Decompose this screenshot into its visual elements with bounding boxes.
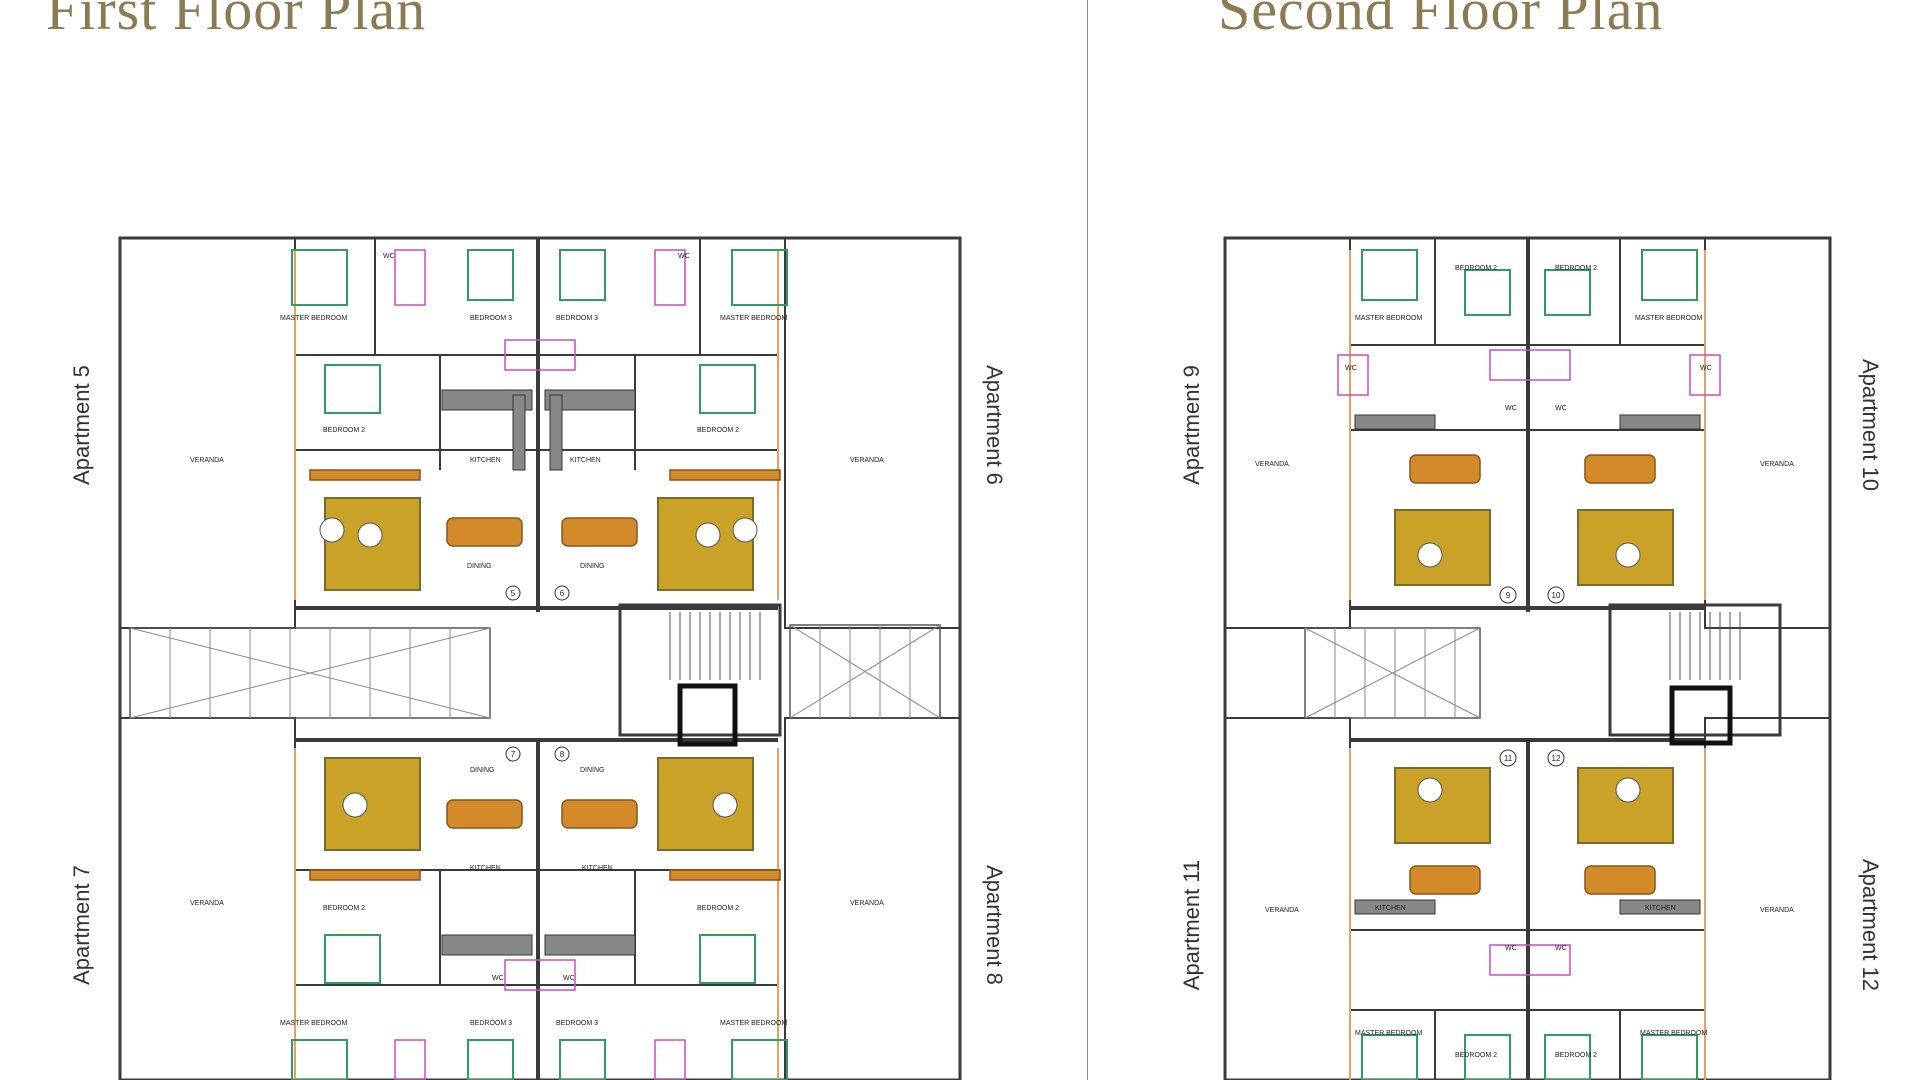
second-floor-wc — [1337, 349, 1721, 976]
room-label: MASTER BEDROOM — [1635, 315, 1702, 322]
room-label: KITCHEN — [582, 865, 613, 872]
room-label: WC — [1700, 365, 1712, 372]
first-floor-unit-markers: 5 6 7 8 — [505, 585, 570, 762]
first-floor-title: First Floor Plan — [46, 0, 427, 42]
room-label: BEDROOM 2 — [1455, 1052, 1497, 1059]
first-floor-wc — [394, 249, 686, 1080]
room-label: KITCHEN — [570, 457, 601, 464]
first-floor-dining-tables — [309, 469, 781, 881]
room-label: KITCHEN — [1375, 905, 1406, 912]
room-label: WC — [492, 975, 504, 982]
second-floor-furniture — [1361, 249, 1698, 1080]
first-floor-furniture — [291, 249, 788, 1080]
unit-number: 6 — [560, 589, 565, 598]
page-divider — [1087, 0, 1088, 1080]
room-label: VERANDA — [850, 457, 884, 464]
room-label: MASTER BEDROOM — [720, 1020, 787, 1027]
room-label: VERANDA — [190, 457, 224, 464]
room-label: VERANDA — [190, 900, 224, 907]
room-label: BEDROOM 2 — [1555, 265, 1597, 272]
first-floor-kitchens — [441, 389, 636, 956]
second-floor-room-labels: MASTER BEDROOM BEDROOM 2 BEDROOM 2 MASTE… — [1255, 265, 1794, 1059]
room-label: BEDROOM 2 — [697, 427, 739, 434]
unit-number: 9 — [1506, 591, 1511, 600]
second-floor-unit-markers: 9 10 11 12 — [1499, 586, 1565, 767]
room-label: VERANDA — [1760, 907, 1794, 914]
room-label: VERANDA — [850, 900, 884, 907]
second-floor-living-rugs — [1394, 509, 1674, 844]
room-label: MASTER BEDROOM — [1640, 1030, 1707, 1037]
second-floor-dining-tables — [1409, 454, 1656, 895]
room-label: DINING — [580, 563, 605, 570]
room-label: DINING — [580, 767, 605, 774]
first-floor-living-rugs — [319, 497, 758, 851]
room-label: BEDROOM 2 — [1455, 265, 1497, 272]
room-label: VERANDA — [1255, 461, 1289, 468]
room-label: WC — [1555, 405, 1567, 412]
room-label: WC — [1345, 365, 1357, 372]
room-label: WC — [563, 975, 575, 982]
room-label: DINING — [470, 767, 495, 774]
room-label: KITCHEN — [1645, 905, 1676, 912]
room-label: WC — [1505, 945, 1517, 952]
unit-number: 7 — [511, 750, 516, 759]
room-label: WC — [1505, 405, 1517, 412]
second-floor-kitchens — [1354, 414, 1701, 915]
second-floor-title: Second Floor Plan — [1218, 0, 1664, 42]
unit-number: 8 — [560, 750, 565, 759]
room-label: BEDROOM 2 — [697, 905, 739, 912]
unit-number: 11 — [1504, 754, 1513, 763]
room-label: MASTER BEDROOM — [280, 1020, 347, 1027]
room-label: MASTER BEDROOM — [280, 315, 347, 322]
unit-number: 10 — [1552, 591, 1561, 600]
unit-number: 5 — [511, 589, 516, 598]
room-label: BEDROOM 3 — [556, 1020, 598, 1027]
room-label: KITCHEN — [470, 457, 501, 464]
room-label: BEDROOM 3 — [470, 315, 512, 322]
first-floor-room-labels: MASTER BEDROOM BEDROOM 3 BEDROOM 3 MASTE… — [190, 253, 884, 1027]
room-label: MASTER BEDROOM — [1355, 1030, 1422, 1037]
room-label: BEDROOM 2 — [323, 427, 365, 434]
room-label: WC — [1555, 945, 1567, 952]
room-label: BEDROOM 3 — [556, 315, 598, 322]
room-label: VERANDA — [1265, 907, 1299, 914]
room-label: DINING — [467, 563, 492, 570]
room-label: WC — [678, 253, 690, 260]
room-label: VERANDA — [1760, 461, 1794, 468]
room-label: KITCHEN — [470, 865, 501, 872]
second-floor-structure — [1223, 236, 1832, 1080]
room-label: WC — [383, 253, 395, 260]
room-label: MASTER BEDROOM — [1355, 315, 1422, 322]
room-label: BEDROOM 2 — [1555, 1052, 1597, 1059]
room-label: BEDROOM 2 — [323, 905, 365, 912]
unit-number: 12 — [1552, 754, 1561, 763]
room-label: MASTER BEDROOM — [720, 315, 787, 322]
room-label: BEDROOM 3 — [470, 1020, 512, 1027]
